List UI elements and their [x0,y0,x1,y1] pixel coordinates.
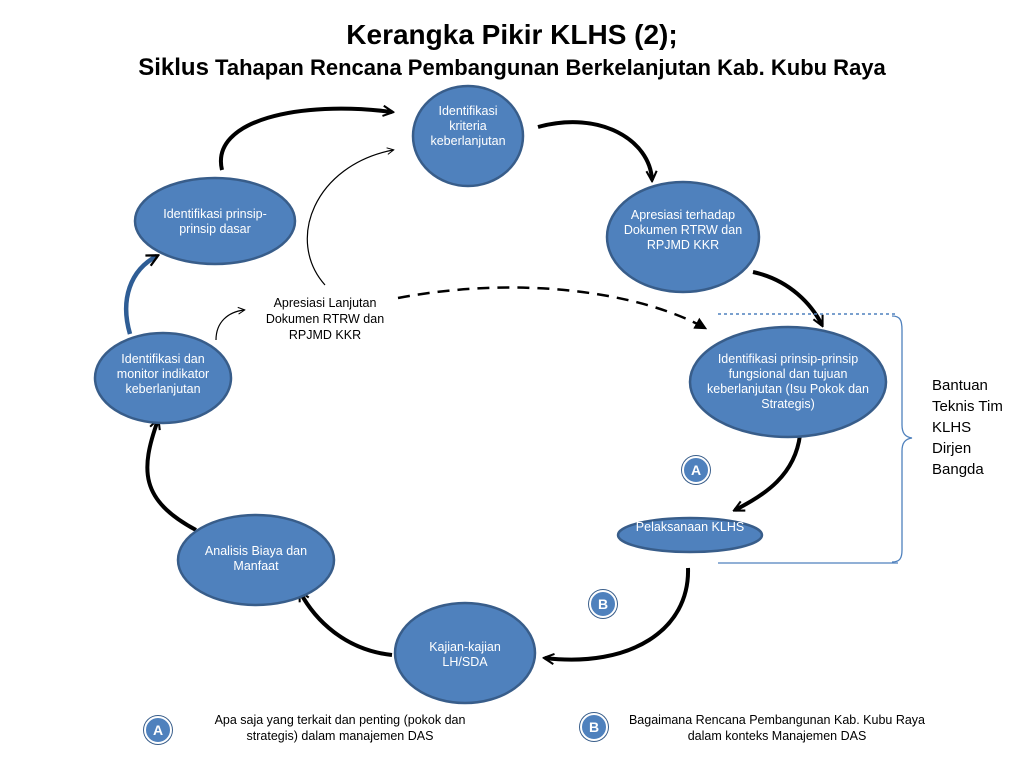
legend-badge-a: A [144,716,172,744]
node-label-prinsip-dasar: Identifikasi prinsip-prinsip dasar [163,207,267,236]
legend-text-b: Bagaimana Rencana Pembangunan Kab. Kubu … [628,713,926,743]
subtitle-rest: Tahapan Rencana Pembangunan Berkelanjuta… [208,55,886,80]
title-block: Kerangka Pikir KLHS (2); Siklus Tahapan … [0,18,1024,84]
node-analisis [176,513,336,607]
arrow-dashed-to-fungsional [397,286,708,330]
node-label-monitor: Identifikasi dan monitor indikator keber… [116,352,210,396]
legend-text-a: Apa saja yang terkait dan penting (pokok… [214,713,466,743]
node-label-kajian: Kajian-kajian LH/SDA [429,640,501,669]
arrow-prinsip-to-kriteria [218,109,392,171]
side-note: Bantuan Teknis Tim KLHS Dirjen Bangda [932,377,1003,478]
arrow-monitor-to-prinsip [124,254,157,335]
arrow-center-to-kriteria [306,150,393,286]
node-identifikasi-monitor [93,331,233,425]
page-subtitle: Siklus Tahapan Rencana Pembangunan Berke… [0,52,1024,84]
node-apresiasi-rtrw [605,180,761,294]
node-label-analisis: Analisis Biaya dan Manfaat [204,544,308,573]
node-identifikasi-fungsional [688,325,888,439]
node-pelaksanaan [616,516,764,554]
bracket-brace [891,315,913,563]
page-title: Kerangka Pikir KLHS (2); [346,19,678,50]
node-label-fungsional: Identifikasi prinsip-prinsip fungsional … [707,352,869,411]
badge-a: A [682,456,710,484]
arrow-pelaksanaan-to-kajian [545,567,691,660]
arrow-analisis-to-monitor [145,420,197,532]
node-kajian [393,601,537,705]
node-label-pelaksanaan: Pelaksanaan KLHS [635,520,745,534]
node-identifikasi-kriteria [411,84,525,188]
subtitle-lead: Siklus [138,54,209,81]
arrow-fungsional-to-pelaksanaan [735,434,802,512]
center-label: Apresiasi Lanjutan Dokumen RTRW dan RPJM… [265,296,385,342]
arrow-apresiasi-to-fungsional [752,270,824,325]
arrow-center-from-monitor [215,310,244,341]
node-identifikasi-prinsip-dasar [133,176,297,266]
legend-badge-b: B [580,713,608,741]
badge-b: B [589,590,617,618]
arrow-kriteria-to-apresiasi [537,120,652,180]
arrow-kajian-to-analisis [298,592,393,657]
node-label-apresiasi: Apresiasi terhadap Dokumen RTRW dan RPJM… [623,208,743,252]
node-label-kriteria: Identifikasi kriteria keberlanjutan [430,104,506,148]
